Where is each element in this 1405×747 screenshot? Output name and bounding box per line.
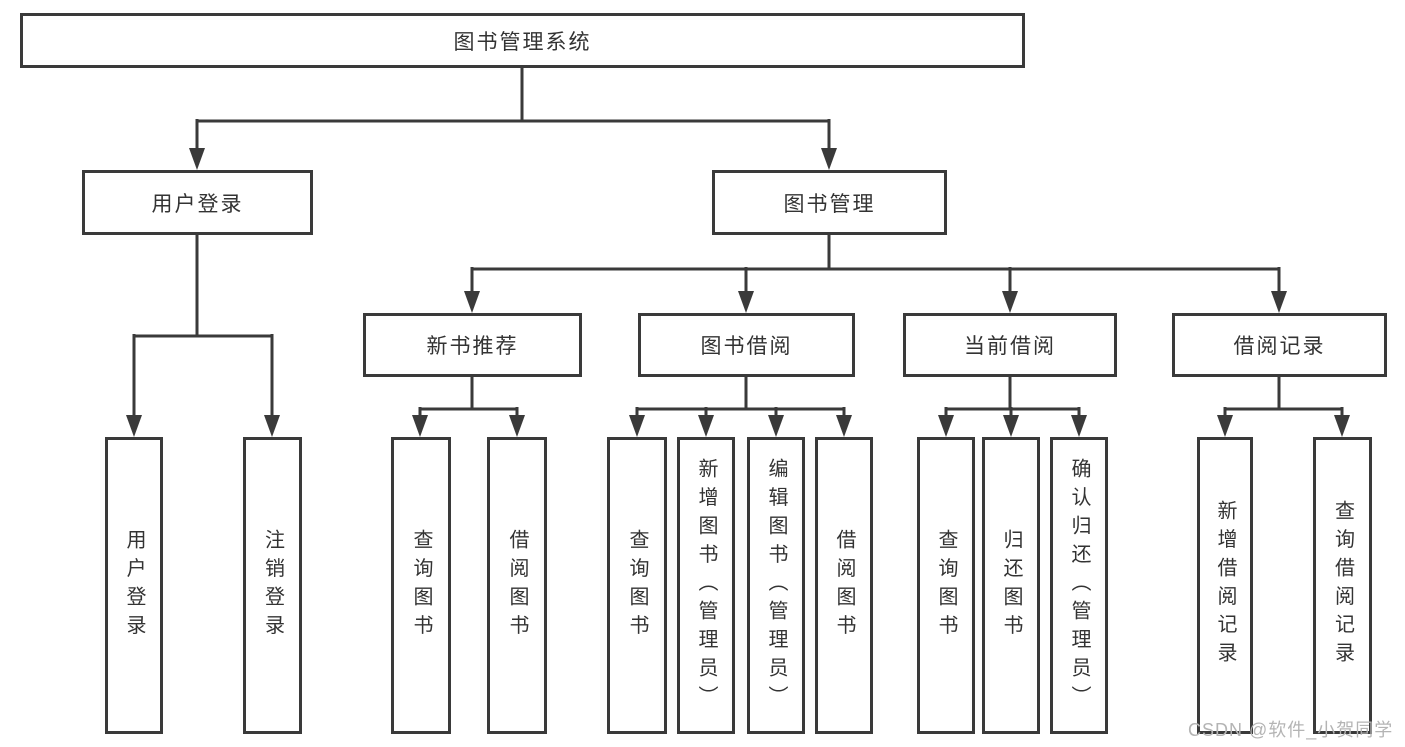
leaf-bw-edit-book-admin: 编辑图书（管理员） <box>747 437 805 734</box>
leaf-label: 新增借阅记录 <box>1214 500 1236 671</box>
leaf-cu-confirm-return-admin: 确认归还（管理员） <box>1050 437 1108 734</box>
leaf-label: 注销登录 <box>261 528 284 643</box>
csdn-watermark: CSDN @软件_小贺同学 <box>1188 720 1394 740</box>
leaf-cu-return-book: 归还图书 <box>982 437 1040 734</box>
leaf-label: 用户登录 <box>123 528 145 643</box>
leaf-label: 确认归还（管理员） <box>1068 457 1090 714</box>
leaf-label: 查询图书 <box>626 528 648 643</box>
leaf-label: 查询图书 <box>410 528 432 643</box>
leaf-label: 编辑图书（管理员） <box>765 457 787 714</box>
leaf-cu-query-book: 查询图书 <box>917 437 975 734</box>
leaf-nb-borrow-book: 借阅图书 <box>487 437 547 734</box>
leaf-label: 归还图书 <box>1000 528 1022 643</box>
leaf-user-login: 用户登录 <box>105 437 163 734</box>
leaf-bw-query-book: 查询图书 <box>607 437 667 734</box>
node-current-borrow: 当前借阅 <box>903 313 1117 377</box>
leaf-rc-add-record: 新增借阅记录 <box>1197 437 1253 734</box>
node-user-login: 用户登录 <box>82 170 313 235</box>
leaf-bw-add-book-admin: 新增图书（管理员） <box>677 437 735 734</box>
node-new-book-recommend: 新书推荐 <box>363 313 582 377</box>
leaf-logout: 注销登录 <box>243 437 302 734</box>
leaf-rc-query-record: 查询借阅记录 <box>1313 437 1372 734</box>
node-borrow-record: 借阅记录 <box>1172 313 1387 377</box>
node-book-management: 图书管理 <box>712 170 947 235</box>
node-root: 图书管理系统 <box>20 13 1025 68</box>
leaf-bw-borrow-book: 借阅图书 <box>815 437 873 734</box>
leaf-label: 查询图书 <box>935 528 957 643</box>
node-book-borrow: 图书借阅 <box>638 313 855 377</box>
leaf-nb-query-book: 查询图书 <box>391 437 451 734</box>
leaf-label: 查询借阅记录 <box>1331 500 1354 671</box>
leaf-label: 借阅图书 <box>506 528 528 643</box>
leaf-label: 新增图书（管理员） <box>695 457 717 714</box>
leaf-label: 借阅图书 <box>833 528 855 643</box>
